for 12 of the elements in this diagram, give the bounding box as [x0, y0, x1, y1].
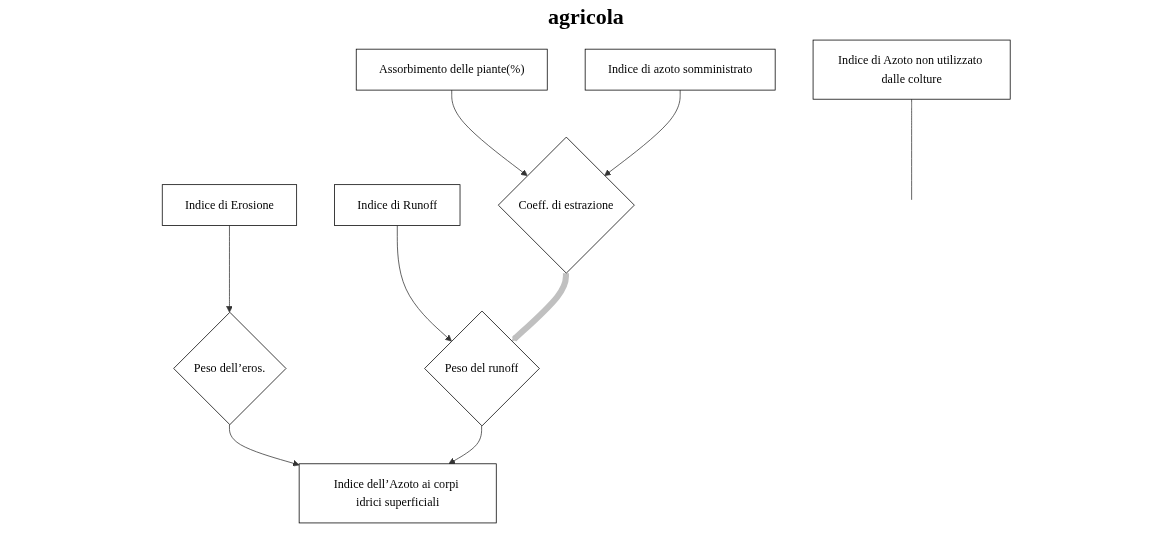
node-box: Indice di Erosione	[161, 184, 297, 226]
node-box: Assorbimento delle piante(%)	[355, 48, 548, 91]
arrow	[511, 273, 569, 342]
node-box: Indice di azoto somministrato	[584, 48, 776, 91]
node-box: Indice dell’Azoto ai corpi idrici superficiali	[298, 463, 497, 524]
node-diamond: Peso del runoff	[424, 310, 540, 427]
node-diamond: Peso dell’eros.	[173, 311, 287, 426]
node-box: Indice di Azoto non utilizzato dalle colture	[812, 39, 1011, 100]
connector	[911, 98, 912, 201]
node-diamond: Coeff. di estrazione	[497, 136, 635, 274]
node-box: Indice di Runoff	[333, 184, 461, 226]
title: agricola	[547, 4, 625, 30]
